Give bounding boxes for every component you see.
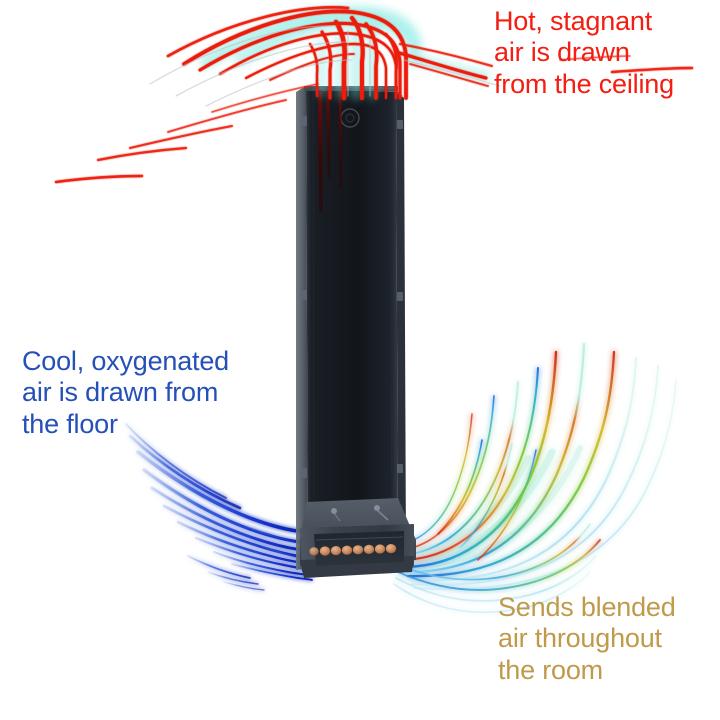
outflow-curved-streamlines (393, 342, 677, 613)
device-left-edge (296, 88, 308, 570)
outflow-vertical-streamlines (443, 158, 661, 502)
callout-sends-blended-air: Sends blended air throughout the room (498, 592, 676, 685)
device-grill-highlight (315, 536, 404, 541)
device-nozzle-row (309, 544, 397, 556)
device-right-edge (396, 92, 406, 560)
hot-intake-red-streamlines (54, 6, 694, 184)
interior-red-streamlines (308, 89, 394, 551)
device-top-surface (304, 86, 398, 91)
callout-hot-stagnant-air: Hot, stagnant air is drawn from the ceil… (494, 6, 674, 99)
device-side-tabs (301, 116, 403, 478)
callout-cool-oxygenated-air: Cool, oxygenated air is drawn from the f… (22, 346, 229, 439)
cool-intake-streamlines (125, 423, 314, 591)
hot-intake-gray-wisps (149, 25, 501, 107)
